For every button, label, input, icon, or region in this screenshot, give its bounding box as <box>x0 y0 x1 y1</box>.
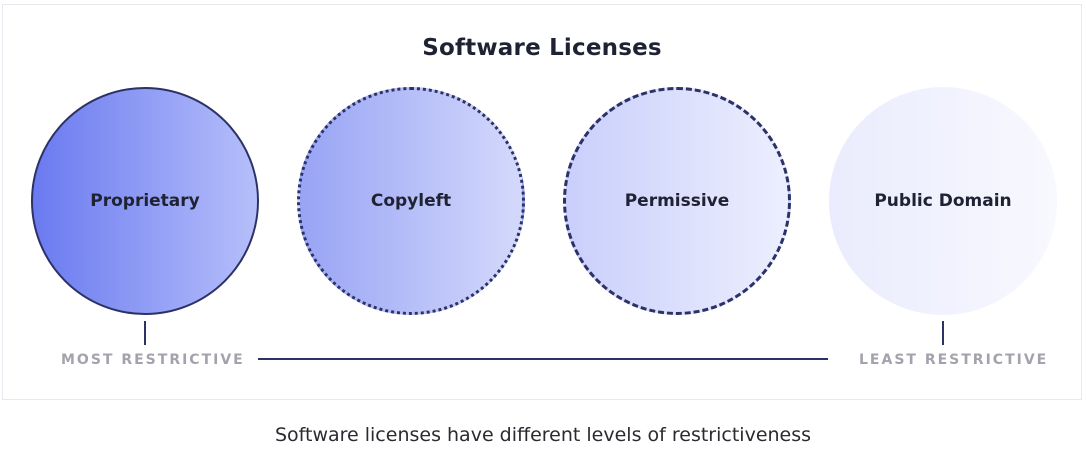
circle-public-domain: Public Domain <box>829 87 1057 315</box>
circle-permissive: Permissive <box>563 87 791 315</box>
figure-caption: Software licenses have different levels … <box>274 424 812 446</box>
circle-label-copyleft: Copyleft <box>370 191 452 211</box>
tick-least-restrictive <box>942 321 944 345</box>
restrictiveness-axis-line <box>258 358 828 360</box>
tick-most-restrictive <box>144 321 146 345</box>
license-diagram: Software Licenses Proprietary Copyleft P… <box>2 4 1082 400</box>
circle-label-permissive: Permissive <box>624 191 730 211</box>
circle-label-public-domain: Public Domain <box>874 191 1012 211</box>
circle-copyleft: Copyleft <box>297 87 525 315</box>
diagram-title: Software Licenses <box>422 35 662 61</box>
circle-proprietary: Proprietary <box>31 87 259 315</box>
most-restrictive-label: MOST RESTRICTIVE <box>61 352 245 368</box>
least-restrictive-label: LEAST RESTRICTIVE <box>859 352 1049 368</box>
circle-label-proprietary: Proprietary <box>90 191 200 211</box>
